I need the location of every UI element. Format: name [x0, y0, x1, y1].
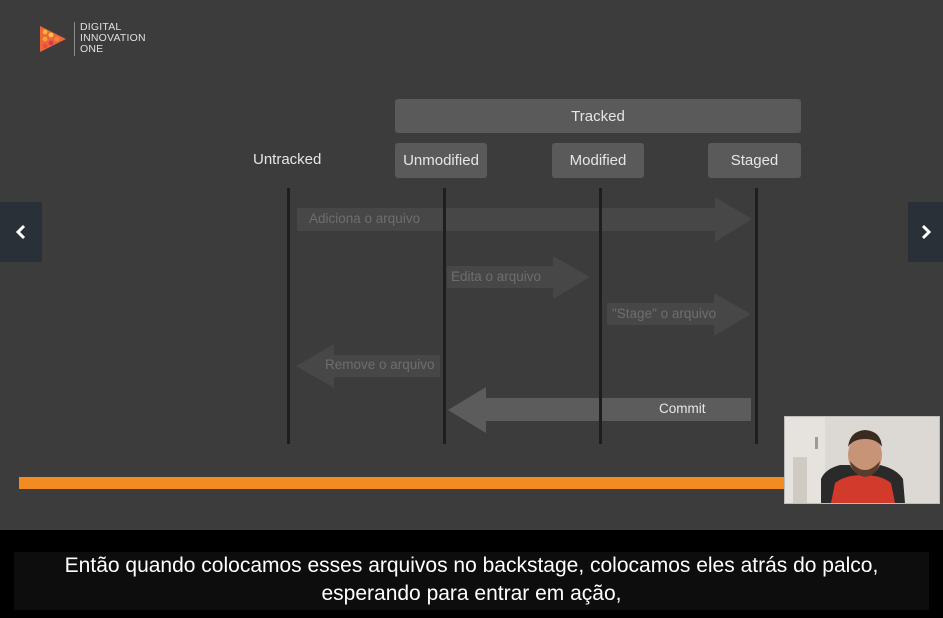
- caption-text: Então quando colocamos esses arquivos no…: [14, 552, 929, 610]
- chevron-left-icon: [15, 224, 26, 240]
- label-commit: Commit: [659, 401, 706, 416]
- dio-logo: DIGITAL INNOVATION ONE: [38, 22, 168, 58]
- lifeline-modified: [599, 188, 602, 444]
- logo-line-3: ONE: [80, 43, 104, 55]
- arrow-add: [297, 197, 752, 242]
- state-staged: Staged: [708, 143, 801, 178]
- arrow-edit: [447, 256, 590, 299]
- chevron-right-icon: [921, 224, 931, 240]
- presenter-image: [785, 417, 939, 503]
- state-unmodified: Unmodified: [395, 143, 487, 178]
- next-slide-button[interactable]: [908, 202, 943, 262]
- lifeline-staged: [755, 188, 758, 444]
- label-edit: Edita o arquivo: [451, 269, 542, 284]
- lifeline-unmodified: [443, 188, 446, 444]
- logo-line-1: DIGITAL: [80, 21, 122, 33]
- webcam-video: [784, 416, 940, 504]
- tracked-header: Tracked: [395, 99, 801, 133]
- lifeline-untracked: [287, 188, 290, 444]
- state-modified: Modified: [552, 143, 644, 178]
- label-add: Adiciona o arquivo: [309, 211, 421, 226]
- state-untracked: Untracked: [253, 151, 322, 168]
- progress-bar[interactable]: [19, 477, 785, 489]
- logo-line-2: INNOVATION: [80, 32, 146, 44]
- logo-text: DIGITAL INNOVATION ONE: [80, 22, 146, 55]
- label-remove: Remove o arquivo: [325, 357, 435, 372]
- dio-logo-icon: [40, 26, 66, 52]
- transition-arrows: [296, 197, 752, 433]
- logo-divider: [74, 22, 75, 56]
- arrow-remove: [296, 344, 440, 388]
- slide: DIGITAL INNOVATION ONE Tracked Untracked…: [38, 21, 801, 444]
- arrow-stage: [607, 293, 751, 336]
- label-stage: "Stage" o arquivo: [612, 306, 717, 321]
- previous-slide-button[interactable]: [0, 202, 42, 262]
